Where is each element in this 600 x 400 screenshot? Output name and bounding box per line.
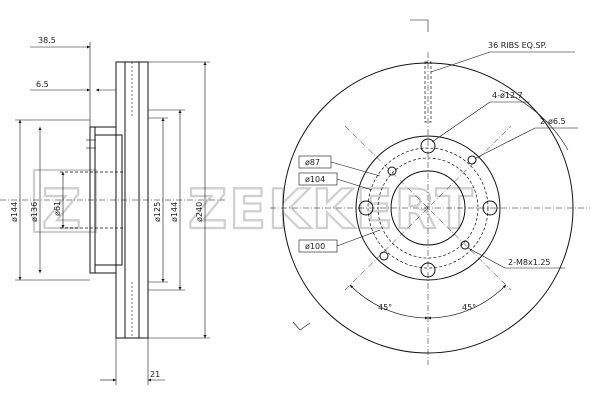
rib-indicator	[424, 61, 432, 123]
thread-hole-2	[387, 166, 397, 176]
label-pcd-100: ø100	[305, 242, 325, 251]
small-hole-upper	[467, 155, 477, 165]
wheel-hole-right	[482, 200, 498, 216]
dim-dia-144-right: ø144	[170, 202, 179, 222]
label-thread: 2-M8x1.25	[508, 258, 551, 267]
label-holes-large: 4-ø12.7	[492, 91, 523, 100]
dim-dia-240: ø240	[195, 202, 204, 222]
label-ribs: 36 RIBS EQ.SP.	[488, 41, 547, 50]
dim-thickness: 21	[150, 370, 160, 379]
wheel-hole-top	[420, 138, 436, 154]
dim-dia-61: ø61	[53, 201, 62, 216]
label-pcd-104: ø104	[305, 175, 325, 184]
dim-dia-136: ø136	[30, 202, 39, 222]
dim-dia-125: ø125	[153, 202, 162, 222]
label-pcd-87: ø87	[305, 158, 320, 167]
wheel-hole-left	[358, 200, 374, 216]
small-hole-lower	[379, 251, 389, 261]
dim-hat-depth: 6.5	[36, 80, 49, 89]
wheel-hole-bottom	[420, 262, 436, 278]
thread-hole-1	[460, 240, 470, 250]
dim-top-offset: 38.5	[38, 36, 56, 45]
label-angle-right: 45°	[462, 303, 476, 312]
watermark: Z ZEKKERT	[32, 168, 475, 242]
side-section-view: 38.5 6.5 ø144 ø136 ø61 ø125 ø144 ø240 21	[0, 36, 225, 385]
hat-inner	[95, 134, 123, 266]
front-view: 36 RIBS EQ.SP. 4-ø12.7 2-ø6.5 ø87 ø104 ø…	[270, 19, 590, 365]
hat-wall-hatch	[89, 126, 96, 274]
label-holes-small: 2-ø6.5	[540, 117, 566, 126]
watermark-text: ZEKKERT	[188, 178, 475, 241]
dim-dia-outer-left: ø144	[10, 202, 19, 222]
watermark-z-glyph: Z	[42, 178, 83, 241]
label-angle-left: 45°	[378, 303, 392, 312]
